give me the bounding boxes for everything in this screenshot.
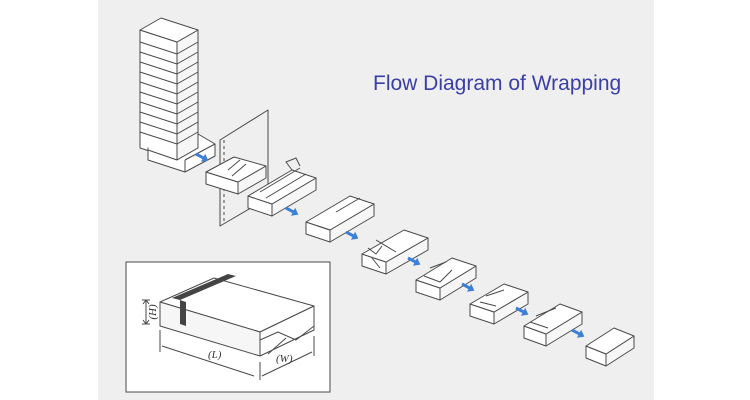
diagram-title: Flow Diagram of Wrapping	[373, 72, 622, 95]
arrow-icon	[345, 230, 359, 240]
box-step-6	[469, 283, 529, 325]
arrow-icon	[195, 152, 209, 162]
box-step-2	[247, 157, 317, 217]
length-label: (L)	[208, 349, 222, 361]
flow-arrows	[195, 152, 585, 338]
box-step-4	[361, 229, 429, 275]
arrow-icon	[515, 306, 529, 316]
box-step-5	[415, 257, 477, 301]
box-step-8	[585, 327, 635, 367]
box-step-7	[523, 303, 583, 347]
box-step-3	[305, 195, 375, 243]
arrow-icon	[407, 256, 421, 266]
arrow-icon	[461, 282, 475, 292]
width-label: (W)	[276, 353, 293, 365]
dimension-inset: (H) (L) (W)	[125, 261, 331, 393]
height-label: (H)	[147, 304, 159, 320]
box-step-1	[205, 156, 267, 195]
box-stack	[139, 17, 216, 173]
arrow-icon	[285, 206, 299, 216]
arrow-icon	[571, 328, 585, 338]
